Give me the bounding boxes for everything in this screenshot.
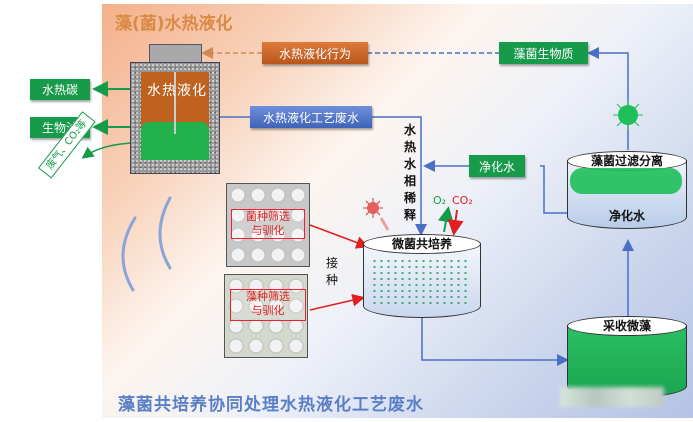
o2-label: O₂ (433, 194, 447, 207)
decorative-arc-2 (158, 196, 172, 270)
arrow-wastewater-to-coculture (372, 116, 427, 236)
hydrochar-box: 水热碳 (30, 79, 90, 100)
tank-top (363, 234, 481, 254)
section-title-htl: 藻(菌)水热液化 (115, 14, 233, 34)
dilution-char: 热 (403, 140, 416, 154)
section-title-coculture: 藻菌共培养协同处理水热液化工艺废水 (118, 395, 424, 415)
inoculation-label: 接 种 (325, 255, 339, 289)
harvest-tank: 采收微藻 (567, 316, 687, 398)
bacteria-label-line: 与驯化 (251, 224, 285, 237)
inoculation-char: 种 (325, 273, 338, 287)
arrow-reactor-to-gas (81, 142, 132, 159)
arrow-algae-inoculation (309, 293, 366, 311)
arrow-separation-to-biomass (587, 47, 629, 150)
dilution-label: 水 热 水 相 稀 释 (403, 122, 417, 224)
microbe-dots (371, 258, 471, 304)
purified-water-box: 净化水 (469, 155, 525, 177)
separation-label: 藻菌过滤分离 (590, 154, 663, 168)
tank-top (567, 316, 687, 336)
separation-water-label: 净化水 (608, 209, 645, 223)
biomass-box: 藻菌生物质 (499, 42, 588, 64)
separation-tank: 藻菌过滤分离 净化水 (567, 151, 687, 229)
watermark-blur (560, 387, 664, 407)
inoculation-char: 接 (325, 256, 338, 270)
dilution-char: 相 (403, 174, 416, 188)
algae-cell-icon (613, 100, 643, 130)
arrow-coculture-to-harvest (421, 318, 569, 366)
arrow-o2-out (437, 206, 454, 233)
harvest-label: 采收微藻 (602, 319, 651, 333)
reactor-label: 水热液化 (147, 83, 207, 99)
dilution-char: 稀 (403, 191, 416, 205)
reactor-lid (149, 44, 202, 64)
algae-label-line: 藻种筛选 (246, 290, 290, 303)
coculture-label: 微菌共培养 (391, 237, 452, 251)
dilution-char: 释 (403, 208, 416, 222)
algae-mass (570, 168, 682, 194)
reactor-stirrer (174, 72, 176, 134)
bacteria-screening-label: 菌种筛选 与驯化 (231, 209, 305, 239)
bacteria-plate (226, 183, 310, 267)
algae-screening-label: 藻种筛选 与驯化 (230, 289, 306, 321)
decorative-arc-1 (121, 216, 137, 292)
co2-label: CO₂ (452, 194, 473, 207)
algae-plate (224, 274, 308, 358)
arrow-bacteria-inoculation (309, 224, 369, 249)
coculture-tank: 微菌共培养 (363, 234, 481, 318)
htl-wastewater-box: 水热液化工艺废水 (250, 106, 372, 128)
dilution-char: 水 (403, 123, 416, 137)
sun-icon (363, 198, 390, 231)
arrow-co2-in (447, 209, 464, 236)
dilution-char: 水 (403, 157, 416, 171)
algae-label-line: 与驯化 (251, 304, 285, 317)
bacteria-label-line: 菌种筛选 (246, 210, 290, 223)
htl-behavior-box: 水热液化行为 (262, 42, 368, 64)
